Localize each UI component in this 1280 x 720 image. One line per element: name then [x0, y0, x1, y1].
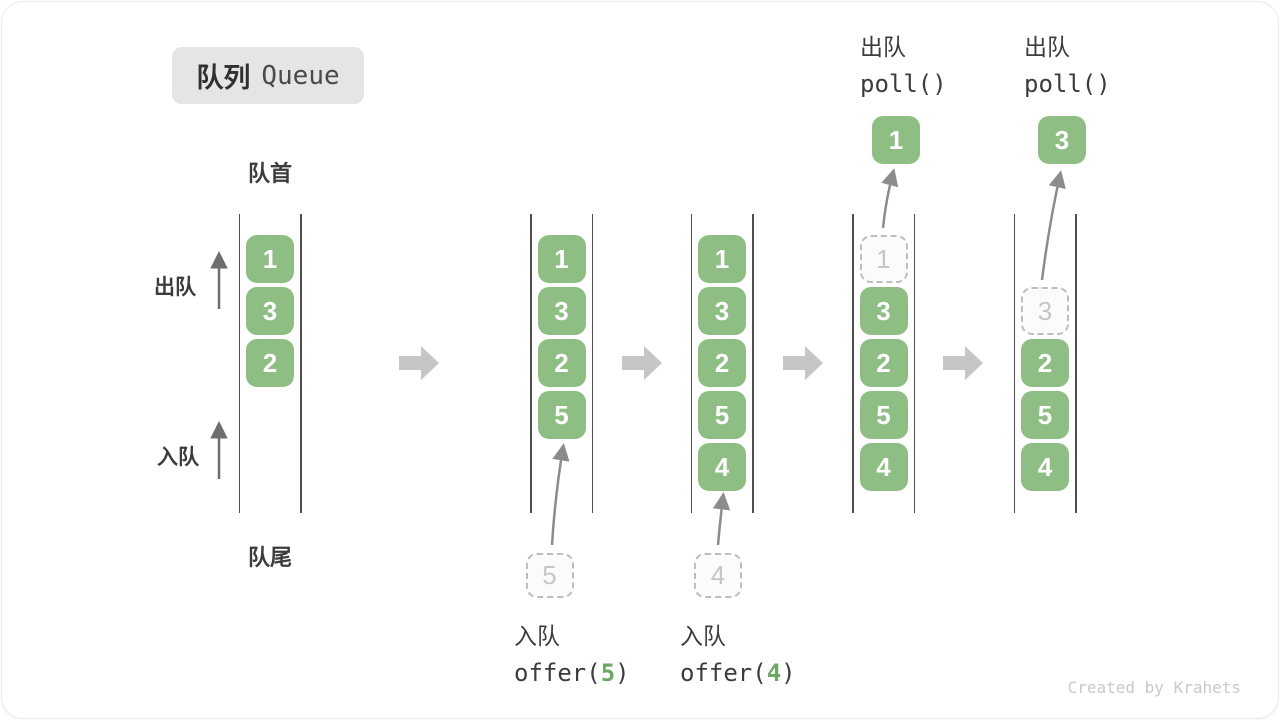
state-transition-arrow	[622, 346, 662, 380]
queue-wall-right	[1075, 214, 1077, 513]
queue-item-box: 1	[537, 235, 586, 283]
polled-item-box: 1	[872, 116, 920, 164]
queue-wall-right	[300, 214, 302, 513]
queue-wall-left	[530, 214, 532, 513]
enqueue-side-label: 入队	[157, 446, 199, 469]
queue-item-box: 5	[1021, 391, 1069, 439]
pending-item-box: 5	[525, 553, 574, 598]
op-code-pre: poll()	[1024, 70, 1111, 98]
ghost-item-box: 1	[859, 235, 908, 283]
queue-wall-right	[591, 214, 593, 513]
op-code-text: offer(4)	[680, 659, 796, 687]
queue-item-box: 1	[246, 235, 294, 283]
op-code-text: poll()	[1024, 70, 1111, 98]
queue-wall-left	[852, 214, 854, 513]
item-motion-arrow	[550, 443, 570, 546]
title-zh: 队列	[196, 63, 251, 93]
queue-item-box: 4	[1021, 443, 1069, 491]
ghost-item-box: 3	[1021, 287, 1069, 335]
queue-item-box: 2	[698, 339, 746, 387]
queue-item-box: 2	[246, 339, 294, 387]
queue-item-box: 3	[537, 287, 586, 335]
op-action-text: 出队	[860, 34, 906, 60]
polled-item-box: 3	[1038, 116, 1086, 164]
dequeue-side-label: 出队	[154, 276, 196, 299]
queue-wall-left	[238, 214, 240, 513]
operation-label-offer-5: 入队 offer(5)	[514, 617, 630, 687]
queue-rear-label: 队尾	[247, 545, 292, 570]
op-code-arg: 5	[600, 659, 616, 687]
item-motion-arrow	[1040, 170, 1066, 281]
op-code-pre: offer(	[514, 659, 601, 687]
queue-item-box: 4	[698, 443, 746, 491]
queue-item-box: 2	[537, 339, 586, 387]
state-transition-arrow	[943, 346, 983, 380]
op-action-text: 出队	[1024, 34, 1070, 60]
title-en: Queue	[261, 60, 340, 91]
queue-item-box: 5	[859, 391, 908, 439]
queue-item-box: 1	[698, 235, 746, 283]
op-code-text: poll()	[860, 70, 947, 98]
queue-item-box: 3	[246, 287, 294, 335]
queue-item-box: 3	[859, 287, 908, 335]
op-action-text: 入队	[680, 623, 726, 649]
op-code-suf: )	[781, 659, 796, 687]
queue-item-box: 3	[698, 287, 746, 335]
op-code-pre: offer(	[680, 659, 767, 687]
state-transition-arrow	[783, 346, 823, 380]
queue-item-box: 5	[698, 391, 746, 439]
op-code-suf: )	[615, 659, 630, 687]
op-code-pre: poll()	[860, 70, 947, 98]
queue-item-box: 2	[1021, 339, 1069, 387]
watermark: Created by Krahets	[1067, 678, 1241, 697]
queue-wall-left	[1013, 214, 1015, 513]
op-action-text: 入队	[514, 623, 560, 649]
operation-label-poll-1: 出队 poll()	[860, 28, 947, 98]
op-code-arg: 4	[766, 659, 782, 687]
queue-item-box: 2	[859, 339, 908, 387]
queue-front-label: 队首	[247, 161, 292, 186]
title-badge: 队列 Queue	[172, 47, 364, 104]
queue-wall-left	[690, 214, 692, 513]
queue-item-box: 4	[859, 443, 908, 491]
queue-wall-right	[752, 214, 754, 513]
operation-label-offer-4: 入队 offer(4)	[680, 617, 796, 687]
item-motion-arrow	[881, 168, 899, 229]
item-motion-arrow	[712, 492, 731, 546]
operation-label-poll-3: 出队 poll()	[1024, 28, 1111, 98]
queue-item-box: 5	[537, 391, 586, 439]
state-transition-arrow	[399, 346, 439, 380]
queue-wall-right	[913, 214, 915, 513]
pending-item-box: 4	[694, 553, 742, 598]
op-code-text: offer(5)	[514, 659, 630, 687]
